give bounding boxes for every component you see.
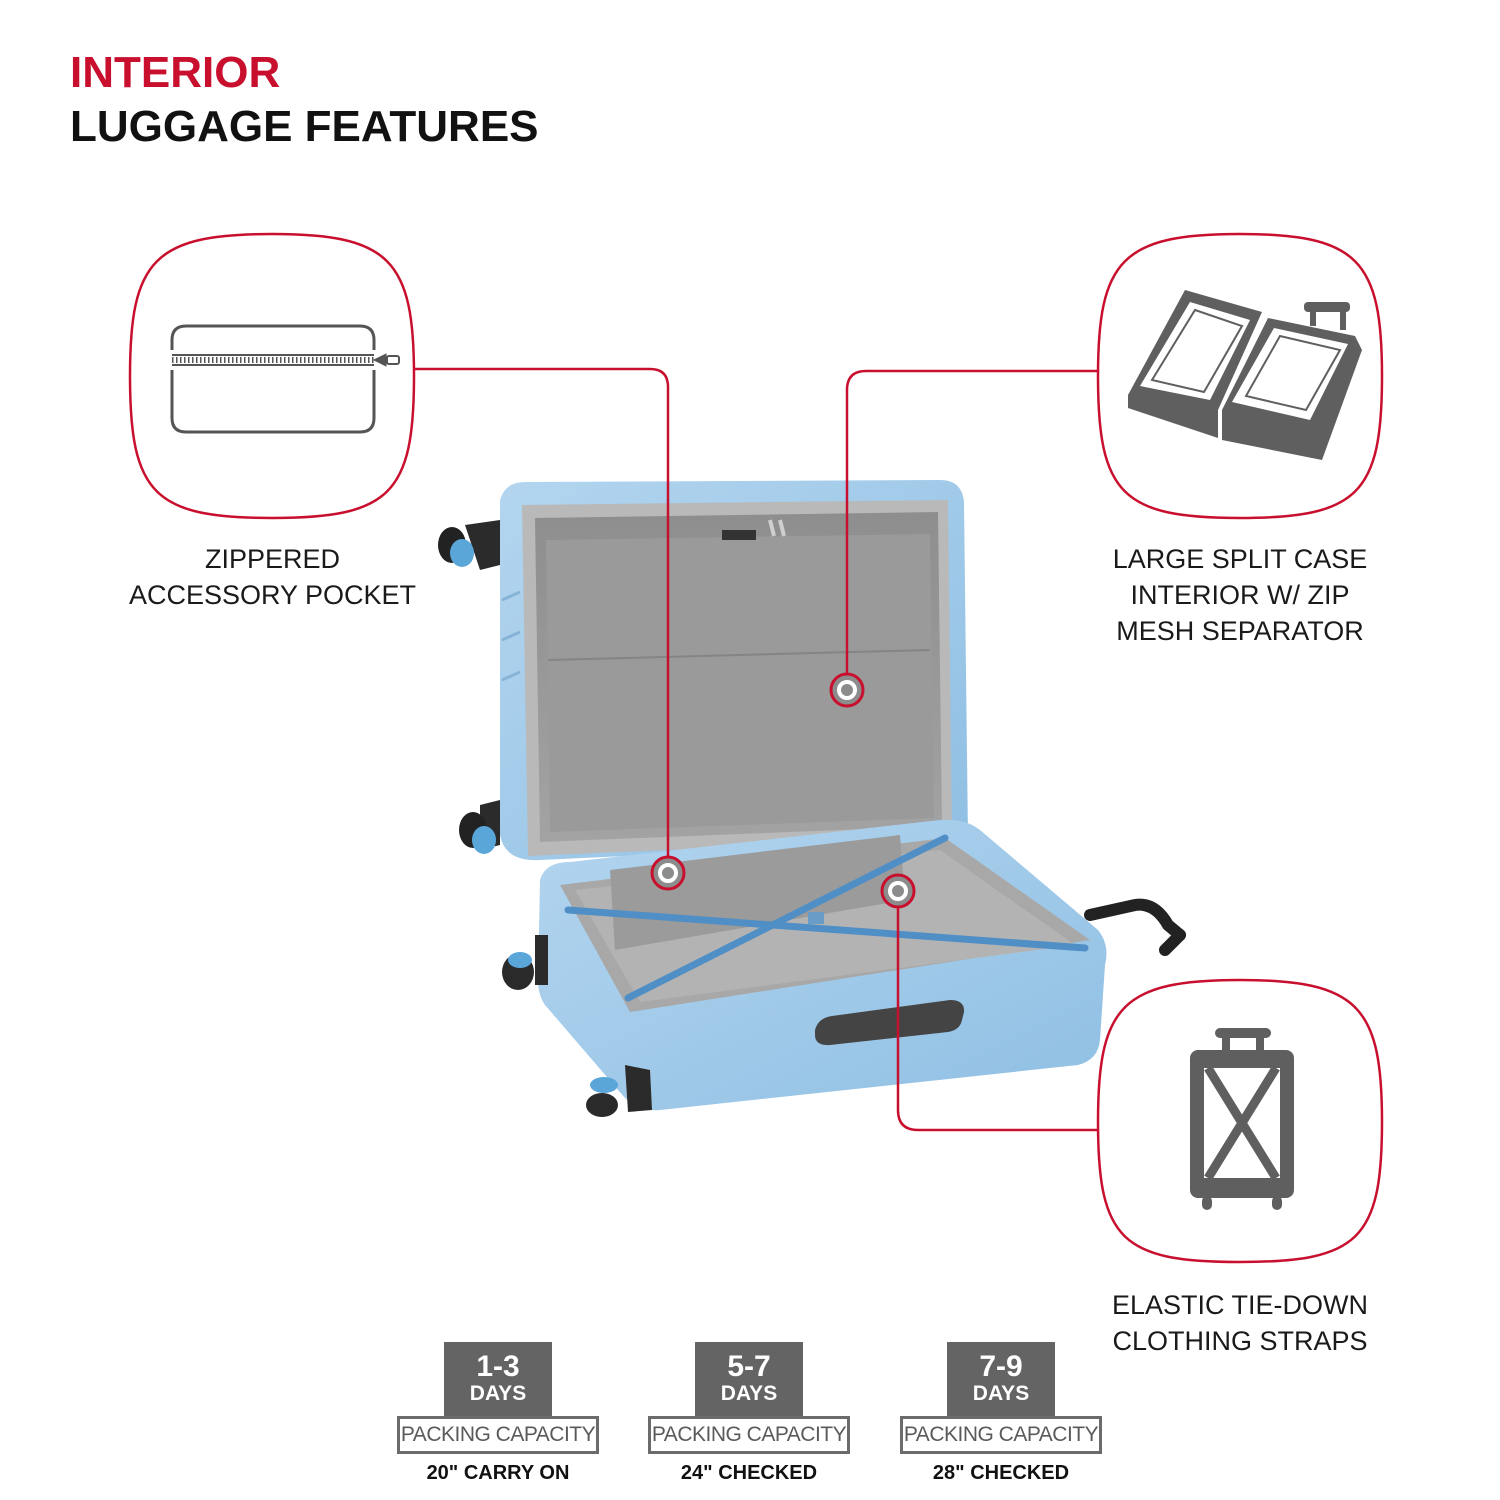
- callout-line: INTERIOR W/ ZIP: [1130, 580, 1350, 610]
- connector-lines: [414, 367, 1101, 1132]
- luggage-size: 24" CHECKED: [680, 1462, 818, 1484]
- brand-tag: [722, 530, 756, 540]
- days-range: 5-7: [727, 1350, 771, 1383]
- zippered-pouch-icon: [170, 324, 400, 434]
- packing-capacity-label: PACKING CAPACITY: [648, 1416, 850, 1454]
- callout-zippered-pocket: ZIPPERED ACCESSORY POCKET: [100, 541, 445, 613]
- days-range: 7-9: [979, 1350, 1023, 1383]
- days-label: DAYS: [972, 1382, 1030, 1405]
- days-box: 1-3 DAYS: [444, 1342, 552, 1416]
- connector-zippered-pocket: [414, 367, 670, 857]
- days-box: 7-9 DAYS: [947, 1342, 1055, 1416]
- capacity-badge-24: 5-7 DAYS PACKING CAPACITY 24" CHECKED: [648, 1342, 850, 1485]
- hotspot-tie-down-straps[interactable]: [880, 873, 916, 909]
- capacity-badge-20: 1-3 DAYS PACKING CAPACITY 20" CARRY ON: [397, 1342, 599, 1485]
- packing-capacity-label: PACKING CAPACITY: [397, 1416, 599, 1454]
- suitcase-base: [538, 819, 1186, 1111]
- callout-line: ZIPPERED: [204, 544, 341, 574]
- callout-line: LARGE SPLIT CASE: [1112, 544, 1368, 574]
- connector-straps: [896, 906, 1101, 1132]
- split-case-icon: [1128, 290, 1362, 460]
- capacity-badge-28: 7-9 DAYS PACKING CAPACITY 28" CHECKED: [900, 1342, 1102, 1485]
- packing-capacity-label: PACKING CAPACITY: [900, 1416, 1102, 1454]
- days-label: DAYS: [469, 1382, 527, 1405]
- callout-line: ACCESSORY POCKET: [128, 580, 417, 610]
- hotspot-split-case[interactable]: [829, 672, 865, 708]
- hotspot-zippered-pocket[interactable]: [650, 855, 686, 891]
- suitcase-lid: [500, 480, 968, 861]
- callout-line: CLOTHING STRAPS: [1112, 1326, 1368, 1356]
- luggage-size: 20" CARRY ON: [426, 1462, 570, 1484]
- days-range: 1-3: [476, 1350, 520, 1383]
- callout-tie-down-straps: ELASTIC TIE-DOWN CLOTHING STRAPS: [1090, 1287, 1390, 1359]
- bubble-split-case: [1096, 232, 1384, 520]
- connector-split-case: [845, 369, 1101, 676]
- callout-line: MESH SEPARATOR: [1116, 616, 1364, 646]
- luggage-straps-icon: [1190, 1028, 1294, 1210]
- base-wheels: [502, 935, 652, 1117]
- luggage-size: 28" CHECKED: [932, 1462, 1070, 1484]
- days-box: 5-7 DAYS: [695, 1342, 803, 1416]
- title-interior: INTERIOR: [70, 48, 281, 97]
- days-label: DAYS: [720, 1382, 778, 1405]
- callout-split-case: LARGE SPLIT CASE INTERIOR W/ ZIP MESH SE…: [1090, 541, 1390, 649]
- bubble-zippered-pocket: [128, 232, 416, 520]
- bubble-tie-down-straps: [1096, 978, 1384, 1264]
- callout-line: ELASTIC TIE-DOWN: [1111, 1290, 1369, 1320]
- lid-wheels: [438, 520, 500, 854]
- title-luggage-features: LUGGAGE FEATURES: [70, 102, 539, 151]
